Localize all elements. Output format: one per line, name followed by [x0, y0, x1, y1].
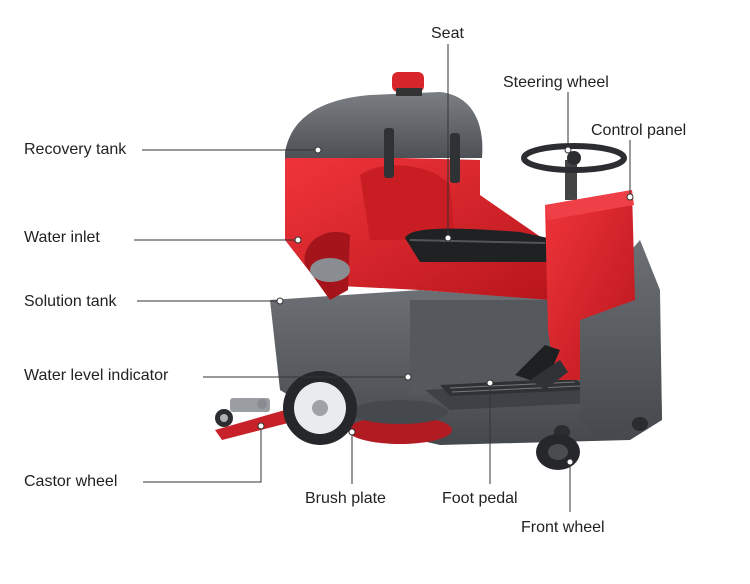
seat-label: Seat [431, 25, 464, 42]
foot-pedal-label: Foot pedal [442, 490, 518, 507]
control-panel-dot [626, 193, 634, 201]
seat-dot [444, 234, 452, 242]
front-wheel [536, 434, 580, 470]
solution-tank-dot [276, 297, 284, 305]
front-wheel-label: Front wheel [521, 519, 605, 536]
foot-pedal-dot [486, 379, 494, 387]
steering-wheel-label: Steering wheel [503, 74, 609, 91]
leader-lines [134, 44, 631, 512]
brush-plate [348, 400, 452, 444]
brush-plate-label: Brush plate [305, 490, 386, 507]
brush-plate-dot [348, 428, 356, 436]
steering-wheel-dot [564, 146, 572, 154]
foot-pedal [515, 345, 568, 390]
castor-wheel-leader [143, 426, 262, 483]
squeegee-assembly [215, 398, 292, 440]
castor-wheel-label: Castor wheel [24, 473, 118, 490]
beacon-light [392, 72, 424, 96]
castor-wheel-dot [257, 422, 265, 430]
steering [521, 143, 627, 200]
leader-dots [257, 146, 634, 466]
seat-cushion [405, 228, 548, 262]
recovery-tank-lid [285, 92, 483, 183]
rear-wheel [283, 371, 357, 445]
control-panel-tower [545, 190, 635, 380]
water-inlet-dot [294, 236, 302, 244]
water-level-indicator-dot [404, 373, 412, 381]
recovery-tank-label: Recovery tank [24, 141, 127, 158]
control-panel-label: Control panel [591, 122, 687, 139]
water-inlet-label: Water inlet [24, 229, 100, 246]
solution-tank-label: Solution tank [24, 293, 117, 310]
water-level-indicator-label: Water level indicator [24, 367, 169, 384]
red-body [285, 155, 550, 300]
front-wheel-dot [566, 458, 574, 466]
recovery-tank-dot [314, 146, 322, 154]
